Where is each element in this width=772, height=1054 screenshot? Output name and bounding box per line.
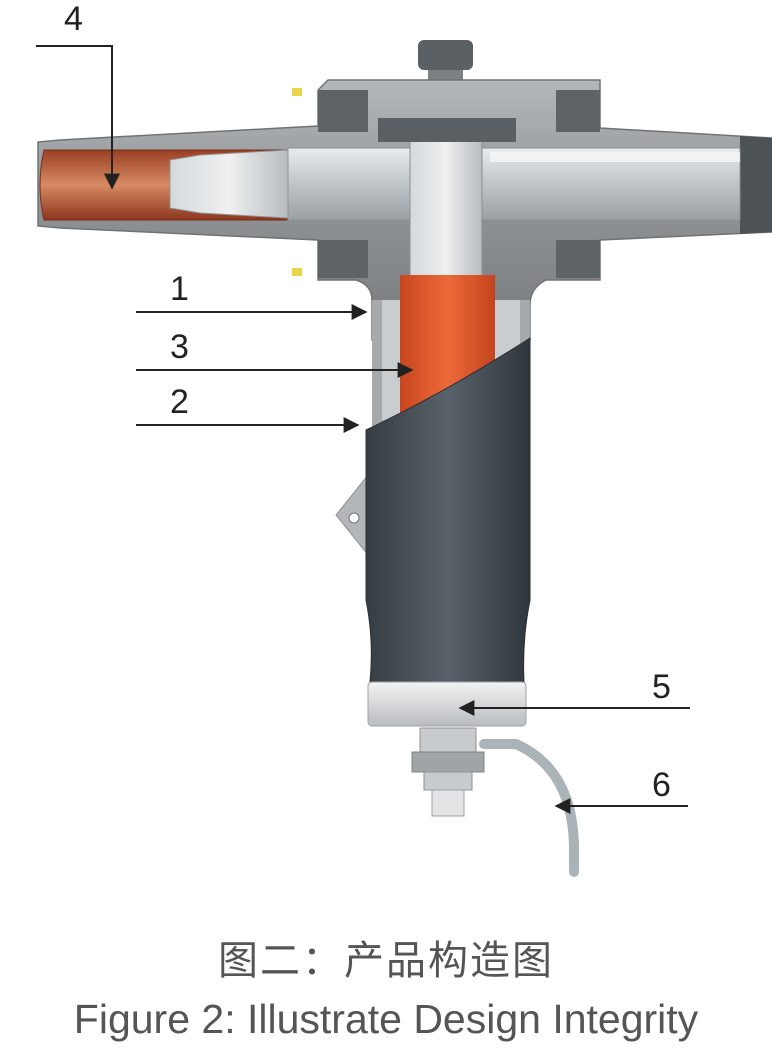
label-3: 3 bbox=[170, 328, 189, 366]
inner-flange-right bbox=[556, 90, 600, 132]
conductor-bar-highlight bbox=[490, 152, 740, 162]
end-ring bbox=[367, 681, 527, 727]
yellow-marker-top bbox=[292, 88, 302, 96]
right-end-cap bbox=[740, 136, 772, 234]
label-4: 4 bbox=[64, 0, 83, 38]
label-6: 6 bbox=[652, 766, 671, 804]
caption-english: Figure 2: Illustrate Design Integrity bbox=[73, 996, 699, 1042]
label-1: 1 bbox=[170, 270, 189, 308]
ground-cable bbox=[479, 739, 579, 877]
dark-sleeve bbox=[365, 337, 531, 683]
bottom-hardware bbox=[411, 727, 485, 817]
arrow-4 bbox=[36, 45, 120, 190]
stem-cap bbox=[378, 118, 516, 142]
inner-flange-left-lower bbox=[318, 240, 368, 278]
inner-flange-right-lower bbox=[556, 240, 600, 278]
tapered-pin bbox=[169, 149, 289, 219]
inner-flange-left bbox=[318, 90, 368, 132]
label-5: 5 bbox=[652, 668, 671, 706]
vertical-stem bbox=[409, 129, 483, 279]
mounting-hole bbox=[348, 512, 360, 524]
yellow-marker-bottom bbox=[292, 268, 302, 276]
label-2: 2 bbox=[170, 383, 189, 421]
caption-chinese: 图二：产品构造图 bbox=[218, 938, 554, 984]
